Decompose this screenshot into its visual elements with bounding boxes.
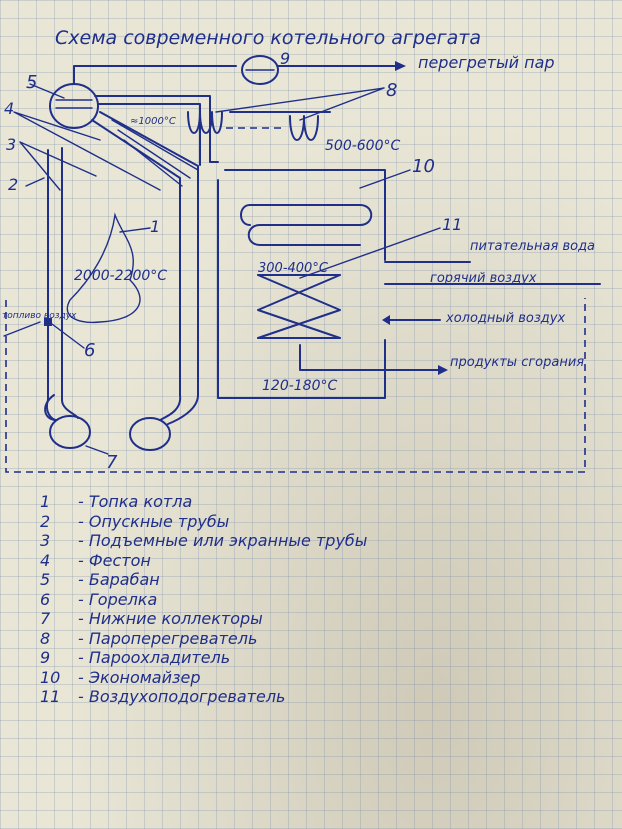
roof-tube xyxy=(97,103,201,166)
legend-item: 1- Топка котла xyxy=(40,492,193,511)
legend-item: 2- Опускные трубы xyxy=(40,511,230,531)
label-cold-air: холодный воздух xyxy=(445,311,565,326)
callout-11: 11 xyxy=(442,215,462,234)
legend-item: 8- Пароперегреватель xyxy=(40,628,258,648)
callout-3: 3 xyxy=(6,135,16,154)
flame xyxy=(66,212,141,324)
label-temp-exit: 120-180°C xyxy=(262,378,337,394)
legend-item: 4- Фестон xyxy=(40,550,151,570)
legend-item: 7- Нижние коллекторы xyxy=(40,609,263,628)
callout-10: 10 xyxy=(412,156,435,177)
callout-5: 5 xyxy=(26,72,37,93)
fuel-air-arrow xyxy=(3,321,41,337)
callout-2: 2 xyxy=(8,175,18,194)
label-temp-desuperheater: ≈1000°C xyxy=(130,116,176,127)
label-temp-superheater: 500-600°C xyxy=(325,138,400,154)
steam-pipe xyxy=(73,65,237,85)
legend-item: 9- Пароохладитель xyxy=(40,648,231,667)
legend-item: 6- Горелка xyxy=(40,589,158,609)
economizer xyxy=(247,204,373,246)
desuperheater xyxy=(241,55,279,85)
callout-1: 1 xyxy=(150,217,160,236)
label-hot-air: горячий воздух xyxy=(430,271,537,286)
callout-7: 7 xyxy=(106,452,118,473)
diagram-title: Схема современного котельного агрегата xyxy=(55,27,481,49)
convective-shaft xyxy=(217,179,386,399)
burner xyxy=(44,318,52,326)
callout-9: 9 xyxy=(280,49,290,68)
label-temp-furnace: 2000-2200°C xyxy=(74,268,167,284)
legend-item: 10- Экономайзер xyxy=(40,667,201,687)
festoon xyxy=(111,119,199,187)
label-feed-water: питательная вода xyxy=(470,239,595,254)
lower-collector-right xyxy=(129,417,171,451)
air-duct xyxy=(5,298,586,473)
flue-gas-arrow xyxy=(299,344,439,371)
lower-collector-left xyxy=(49,415,91,449)
callout-8: 8 xyxy=(386,80,397,101)
callout-4: 4 xyxy=(4,99,14,118)
legend-item: 11- Воздухоподогреватель xyxy=(40,687,286,706)
label-temp-air-heater: 300-400°C xyxy=(258,261,329,276)
legend-item: 5- Барабан xyxy=(40,570,160,589)
superheater-coil-2 xyxy=(289,115,319,141)
callout-6: 6 xyxy=(84,340,95,361)
label-products: продукты сгорания xyxy=(450,355,584,370)
air-heater xyxy=(257,274,341,339)
label-steam-out: перегретый пар xyxy=(418,53,555,72)
legend: 1- Топка котла 2- Опускные трубы 3- Подъ… xyxy=(40,492,600,707)
label-fuel-air: топливо воздух xyxy=(2,311,77,321)
furnace-right-wall xyxy=(91,119,181,396)
drum-water-line xyxy=(55,99,93,109)
legend-item: 3- Подъемные или экранные трубы xyxy=(40,531,368,550)
superheater-coil-1 xyxy=(187,111,223,134)
drum xyxy=(49,83,99,129)
